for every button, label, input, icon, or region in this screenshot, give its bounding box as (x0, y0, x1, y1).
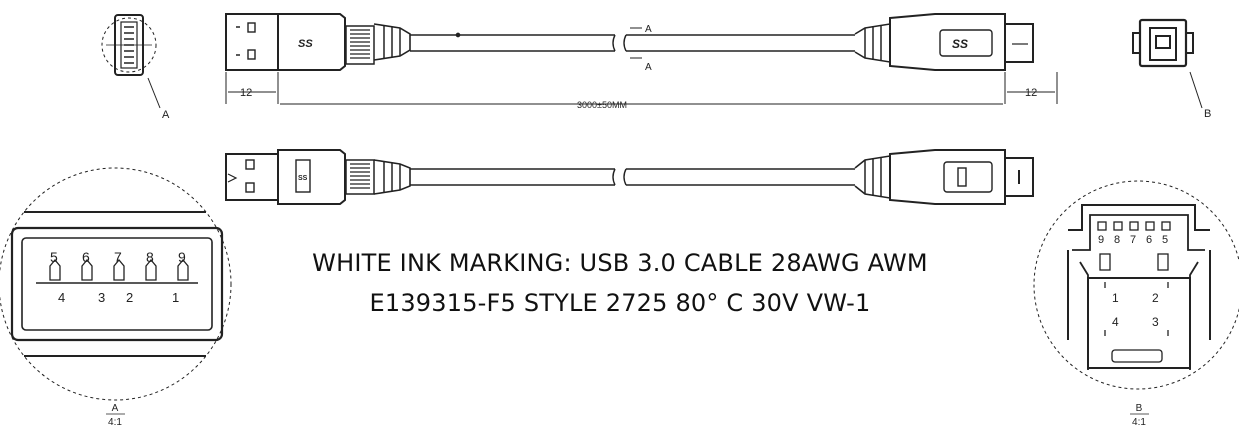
detail-a: 5 6 7 8 9 4 3 2 1 A 4:1 (0, 167, 232, 428)
callout-a: A (162, 109, 170, 121)
ss-logo-a: SS (298, 38, 313, 50)
pin-label: 3 (98, 290, 105, 305)
dim-left-end: 12 (240, 87, 252, 99)
detail-b-mid-pins: 1 2 4 3 (1112, 291, 1159, 329)
pin-label: 4 (1112, 315, 1119, 329)
pin-label: 6 (82, 249, 90, 265)
dim-length: 3000±50MM (577, 100, 627, 110)
detail-b-scale: 4:1 (1132, 417, 1146, 428)
dimension-lines: 12 3000±50MM 12 (225, 72, 1058, 110)
ink-marking-note: WHITE INK MARKING: USB 3.0 CABLE 28AWG A… (250, 243, 990, 323)
ink-marking-line-1: WHITE INK MARKING: USB 3.0 CABLE 28AWG A… (312, 249, 928, 277)
pin-label: 5 (1162, 234, 1168, 246)
pin-label: 6 (1146, 234, 1152, 246)
dim-right-end: 12 (1025, 87, 1037, 99)
end-view-a: A (101, 14, 170, 121)
detail-b-top-pins: 9 8 7 6 5 (1098, 234, 1168, 246)
detail-a-bottom-pins: 4 3 2 1 (58, 290, 179, 305)
cable-side-view: SS (225, 149, 1034, 205)
pin-label: 2 (126, 290, 133, 305)
detail-b: 9 8 7 6 5 1 2 4 3 B 4:1 (1033, 180, 1239, 428)
pin-label: 8 (146, 249, 154, 265)
detail-a-scale: 4:1 (108, 417, 122, 428)
pin-label: 7 (114, 249, 122, 265)
pin-label: 1 (172, 290, 179, 305)
ss-logo-b: SS (952, 37, 968, 51)
ss-logo-side: SS (298, 175, 308, 182)
ink-marking-line-2: E139315-F5 STYLE 2725 80° C 30V VW-1 (369, 289, 871, 317)
pin-label: 3 (1152, 315, 1159, 329)
pin-label: 4 (58, 290, 65, 305)
pin-label: 9 (1098, 234, 1104, 246)
pin-label: 9 (178, 249, 186, 265)
pin-label: 2 (1152, 291, 1159, 305)
cable-top-view: SS A A SS (225, 13, 1034, 73)
section-label-bottom: A (645, 62, 652, 73)
end-view-b: B (1132, 18, 1211, 120)
pin-label: 8 (1114, 234, 1120, 246)
pin-label: 5 (50, 249, 58, 265)
detail-a-top-pins: 5 6 7 8 9 (50, 249, 186, 265)
detail-b-label: B (1136, 403, 1143, 414)
detail-a-label: A (112, 403, 119, 414)
section-label-top: A (645, 24, 652, 35)
pin-label: 1 (1112, 291, 1119, 305)
callout-b: B (1204, 108, 1211, 120)
pin-label: 7 (1130, 234, 1136, 246)
